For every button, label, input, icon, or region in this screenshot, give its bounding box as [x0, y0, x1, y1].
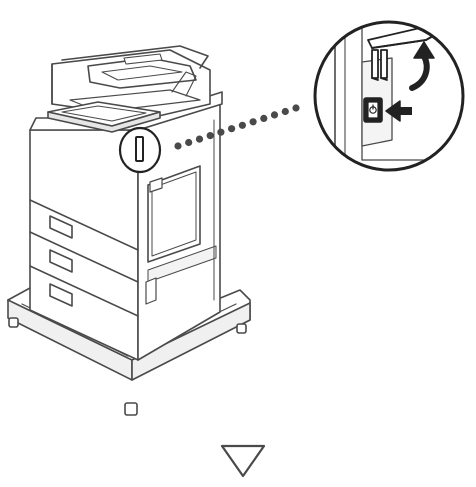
power-switch-location-marker: [120, 128, 160, 172]
connector-dot: [239, 122, 246, 129]
power-switch: [364, 98, 382, 122]
connector-dot: [271, 111, 278, 118]
down-triangle-icon: [222, 446, 264, 476]
connector-dot: [292, 104, 299, 111]
multifunction-printer-illustration: [8, 46, 250, 415]
connector-dot: [207, 132, 214, 139]
connector-dot: [185, 139, 192, 146]
connector-dot: [250, 118, 257, 125]
connector-dot: [196, 136, 203, 143]
connector-dot: [282, 108, 289, 115]
connector-dot: [228, 125, 235, 132]
connector-dot: [174, 142, 181, 149]
connector-dot: [260, 115, 267, 122]
zoom-detail-circle: [315, 20, 470, 175]
connector-dot: [217, 129, 224, 136]
